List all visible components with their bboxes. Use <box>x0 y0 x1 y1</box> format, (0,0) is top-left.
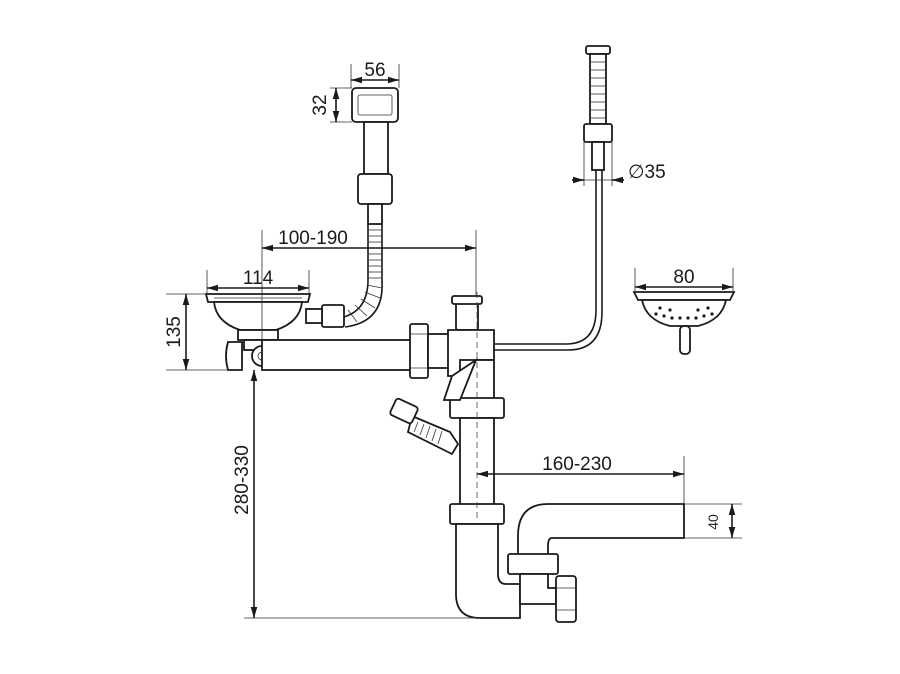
outlet-elbow <box>517 503 685 557</box>
dimension-80: 80 <box>634 267 734 292</box>
dimension-114: 114 <box>206 268 310 294</box>
dimension-135-label: 135 <box>164 316 185 348</box>
strainer-assembly <box>204 293 312 371</box>
dimension-40: 40 <box>684 503 742 539</box>
dimension-100-190-label: 100-190 <box>278 228 348 249</box>
dimension-160-230-label: 160-230 <box>542 454 612 475</box>
overflow-pipe <box>363 121 389 175</box>
strainer-side-cap <box>225 341 243 371</box>
dimension-40-label: 40 <box>705 514 721 530</box>
dimension-100-190: 100-190 <box>261 228 477 340</box>
outlet-side-nut <box>555 575 577 623</box>
strainer-bowl <box>213 301 303 331</box>
basket-stem <box>679 325 691 355</box>
waste-knob-assembly <box>494 45 613 351</box>
dimension-114-label: 114 <box>243 268 274 289</box>
appliance-hose <box>406 414 460 456</box>
horizontal-pipe <box>261 323 459 379</box>
dimension-280-330-label: 280-330 <box>232 445 253 515</box>
dimension-56-label: 56 <box>364 60 385 81</box>
basket-strainer <box>632 291 736 355</box>
overflow-assembly <box>305 87 399 328</box>
waste-knob-nut <box>583 123 613 143</box>
tee-top-connector <box>455 301 479 331</box>
outlet-nut <box>507 553 559 575</box>
overflow-hose-right-edge <box>344 224 383 328</box>
horizontal-pipe-body <box>261 339 413 371</box>
outlet-assembly <box>507 503 685 623</box>
waste-knob-thread <box>589 53 607 125</box>
overflow-connector <box>321 304 345 328</box>
appliance-inlet <box>389 397 460 456</box>
appliance-inlet-cap <box>389 397 419 425</box>
dimension-135: 135 <box>164 293 228 371</box>
dimension-56: 56 <box>350 60 400 88</box>
basket-flange <box>632 291 736 301</box>
dimension-35: ∅35 <box>572 142 666 186</box>
dimension-32: 32 <box>310 87 352 123</box>
dimension-35-label: ∅35 <box>628 162 666 183</box>
dimension-32-label: 32 <box>310 94 331 115</box>
overflow-cap <box>351 87 399 123</box>
overflow-nut <box>357 173 393 205</box>
basket-bowl <box>640 299 728 327</box>
dimension-80-label: 80 <box>673 267 694 288</box>
waste-knob-head <box>585 45 611 55</box>
main-pipe <box>442 357 521 619</box>
overflow-hose-left-edge <box>339 224 369 319</box>
dimension-280-330: 280-330 <box>232 370 480 619</box>
waste-cable <box>494 170 597 345</box>
horizontal-pipe-nut <box>409 323 429 379</box>
dimension-160-230: 160-230 <box>477 454 685 504</box>
